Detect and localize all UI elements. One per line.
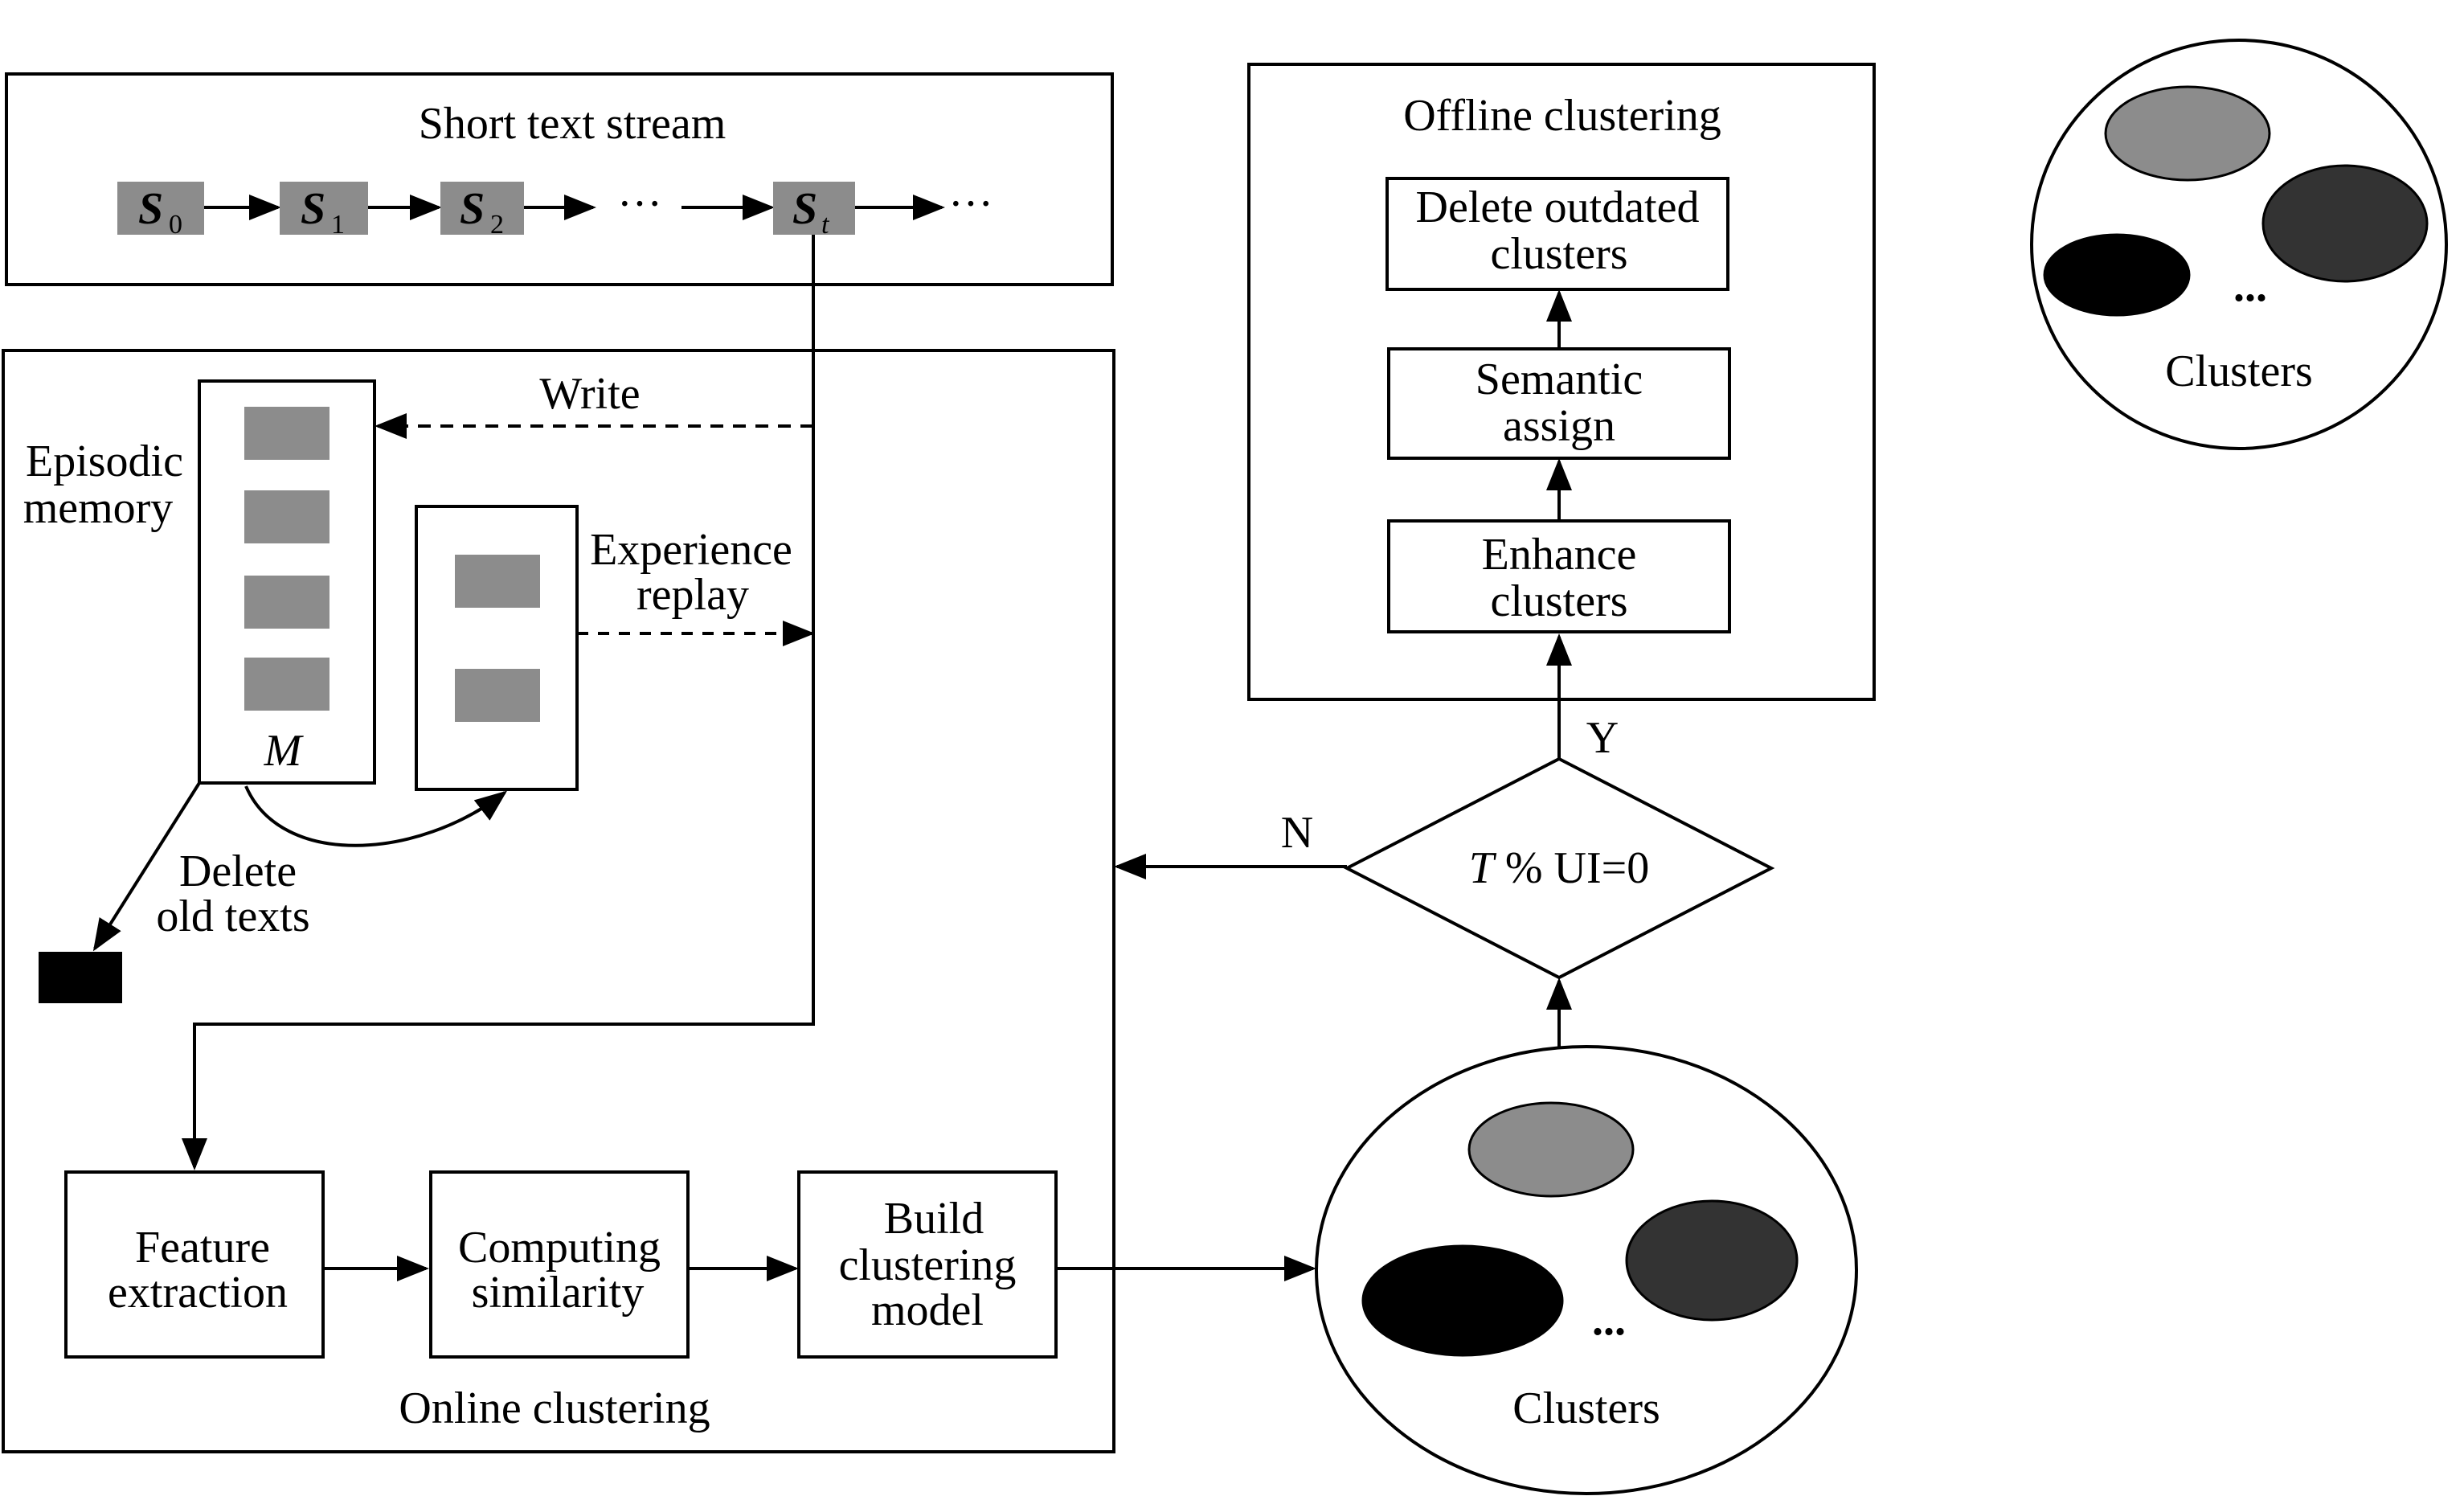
episodic-memory-label: memory	[23, 483, 174, 533]
delete-outdated-clusters-box: Delete outdated clusters	[1385, 177, 1729, 291]
memory-m-label: M	[264, 726, 305, 776]
svg-text:Feature: Feature	[135, 1223, 270, 1273]
cluster-black	[2043, 233, 2191, 317]
delete-old-texts-label: old texts	[156, 891, 309, 941]
offline-clustering-title: Offline clustering	[1403, 91, 1721, 141]
cluster-dark	[2261, 164, 2429, 283]
stream-title: Short text stream	[419, 99, 727, 149]
experience-replay-label: Experience	[590, 525, 792, 575]
svg-text:0: 0	[169, 210, 182, 240]
stream-item-s1: S 1	[280, 182, 368, 240]
online-clustering-panel: Online clustering	[2, 349, 1115, 1453]
cluster-light	[1467, 1101, 1635, 1198]
replay-buffer	[415, 505, 579, 791]
offline-clusters-circle: ... Clusters	[2030, 39, 2448, 450]
svg-text:Build: Build	[884, 1194, 984, 1244]
svg-text:extraction: extraction	[108, 1268, 288, 1318]
enhance-clusters-box: Enhance clusters	[1387, 519, 1731, 633]
online-clusters-circle: ... Clusters	[1315, 1045, 1858, 1495]
svg-text:S: S	[460, 184, 485, 234]
svg-text:Computing: Computing	[458, 1223, 661, 1273]
short-text-stream-panel: Short text stream S 0 S 1 S 2 ··· S t	[5, 72, 1114, 286]
cluster-dark	[1625, 1199, 1799, 1322]
stream-ellipsis: ···	[617, 179, 662, 229]
svg-text:clusters: clusters	[1490, 229, 1627, 279]
delete-old-texts-arrow	[92, 781, 201, 952]
clusters-label: Clusters	[1512, 1383, 1660, 1433]
experience-replay-label: replay	[636, 570, 749, 620]
delete-old-texts-label: Delete	[179, 846, 297, 896]
clusters-ellipsis: ...	[2233, 261, 2267, 311]
semantic-assign-box: Semantic assign	[1387, 347, 1731, 460]
computing-similarity-box: Computing similarity	[429, 1170, 690, 1359]
svg-text:Semantic: Semantic	[1476, 355, 1643, 404]
memory-slot	[244, 490, 329, 543]
write-label: Write	[539, 369, 640, 419]
feature-extraction-box: Feature extraction	[64, 1170, 325, 1359]
episodic-memory-label: Episodic	[26, 437, 183, 486]
svg-text:t: t	[821, 210, 830, 240]
online-clustering-title: Online clustering	[399, 1383, 710, 1433]
stream-item-s0: S 0	[117, 182, 204, 240]
stream-item-s2: S 2	[440, 182, 524, 240]
deleted-texts-block	[39, 952, 122, 1003]
cluster-black	[1361, 1244, 1564, 1357]
decision-diamond: T % UI=0	[1343, 756, 1775, 980]
clusters-label: Clusters	[2165, 346, 2313, 396]
replay-slot	[455, 555, 540, 608]
clusters-ellipsis: ...	[1592, 1295, 1626, 1345]
svg-text:2: 2	[490, 210, 504, 240]
svg-text:clusters: clusters	[1490, 576, 1627, 626]
svg-text:S: S	[301, 184, 325, 234]
offline-clustering-panel: Offline clustering Delete outdated clust…	[1247, 63, 1876, 701]
svg-text:1: 1	[331, 210, 345, 240]
svg-text:S: S	[792, 184, 817, 234]
stream-ellipsis: ···	[948, 179, 993, 229]
memory-slot	[244, 658, 329, 711]
memory-slot	[244, 576, 329, 629]
memory-buffer	[198, 379, 376, 785]
svg-text:Delete outdated: Delete outdated	[1416, 182, 1700, 232]
cluster-light	[2104, 85, 2271, 182]
svg-text:assign: assign	[1503, 401, 1615, 451]
svg-text:clustering: clustering	[839, 1240, 1017, 1290]
memory-to-replay-arrow	[244, 785, 508, 847]
svg-text:S: S	[138, 184, 163, 234]
decision-no-label: N	[1281, 808, 1313, 858]
decision-label: T % UI=0	[1469, 843, 1649, 893]
decision-yes-label: Y	[1586, 713, 1619, 763]
svg-text:similarity: similarity	[472, 1268, 645, 1318]
stream-item-st: S t	[773, 182, 855, 240]
svg-text:Enhance: Enhance	[1482, 530, 1637, 580]
replay-slot	[455, 669, 540, 722]
episodic-memory: Episodic memory M	[23, 379, 376, 785]
memory-slot	[244, 407, 329, 460]
svg-text:model: model	[871, 1285, 984, 1335]
build-clustering-model-box: Build clustering model	[797, 1170, 1058, 1359]
